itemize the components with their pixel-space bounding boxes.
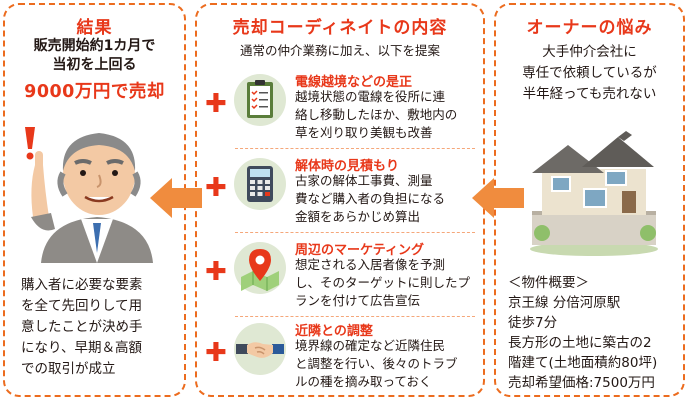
coordination-item-desc-line: 絡し移動したほか、敷地内の bbox=[295, 107, 458, 122]
coordination-item-desc-line: ランを付けて広告宣伝 bbox=[295, 293, 421, 308]
coordination-item-desc-line: ルの種を摘み取っておく bbox=[295, 374, 432, 389]
coordination-item-desc-line: 境界線の確定など近隣住民 bbox=[295, 338, 446, 353]
result-description: 購入者に必要な要素 を全て先回りして用 意したことが決め手 になり、早期＆高額 … bbox=[21, 275, 179, 380]
arrow-left-icon bbox=[472, 178, 524, 218]
coordination-item-desc: 越境状態の電線を役所に連 絡し移動したほか、敷地内の 草を刈り取り美観も改善 bbox=[295, 88, 457, 142]
coordination-item-desc-line: と調整を行い、後々のトラブ bbox=[295, 356, 458, 371]
plus-icon: ✚ bbox=[205, 257, 227, 287]
property-overview-line: 京王線 分倍河原駅 bbox=[508, 295, 621, 311]
owner-concern-title: オーナーの悩み bbox=[526, 18, 653, 38]
arrow-left-icon bbox=[150, 178, 202, 218]
plus-icon: ✚ bbox=[205, 338, 227, 368]
coordination-item-title: 周辺のマーケティング bbox=[295, 243, 424, 258]
result-title: 結果 bbox=[76, 18, 113, 38]
owner-concern-line: 大手仲介会社に bbox=[542, 44, 637, 60]
result-headline: 販売開始約1カ月で 当初を上回る bbox=[5, 37, 184, 75]
elderly-man-illustration bbox=[25, 127, 153, 263]
divider bbox=[235, 316, 475, 317]
coordination-item-desc: 古家の解体工事費、測量 費など購入者の負担になる 金額をあらかじめ算出 bbox=[295, 172, 445, 226]
coordination-item-estimate: ✚ 解体時の見積もり 古家の解体工事費、測量 費など購入者の負担になる 金額をあ… bbox=[205, 155, 481, 233]
result-description-line: での取引が成立 bbox=[21, 361, 116, 377]
map-pin-icon bbox=[234, 242, 286, 294]
owner-concern-line: 半年経っても売れない bbox=[522, 86, 657, 102]
coordination-item-marketing: ✚ 周辺のマーケティング 想定される入居者像を予測 し、そのターゲットに則したプ… bbox=[205, 239, 481, 317]
coordination-item-desc-line: 古家の解体工事費、測量 bbox=[295, 173, 433, 188]
coordination-item-title: 電線越境などの是正 bbox=[295, 75, 413, 90]
calculator-icon bbox=[234, 158, 286, 210]
coordination-item-desc-line: 越境状態の電線を役所に連 bbox=[295, 89, 446, 104]
coordination-item-desc-line: 費など購入者の負担になる bbox=[295, 191, 446, 206]
coordination-subtitle: 通常の仲介業務に加え、以下を提案 bbox=[239, 43, 440, 58]
clipboard-checklist-icon bbox=[234, 74, 286, 126]
house-illustration bbox=[530, 131, 658, 256]
coordination-title: 売却コーディネイトの内容 bbox=[232, 18, 448, 38]
result-description-line: を全て先回りして用 bbox=[21, 298, 143, 314]
coordination-item-wire: ✚ 電線越境などの是正 越境状態の電線を役所に連 絡し移動したほか、敷地内の 草… bbox=[205, 71, 481, 149]
owner-concern-line: 専任で依頼しているが bbox=[522, 65, 657, 81]
divider bbox=[235, 148, 475, 149]
coordination-item-desc-line: 草を刈り取り美観も改善 bbox=[295, 125, 433, 140]
coordination-item-desc: 想定される入居者像を予測 し、そのターゲットに則したプ ランを付けて広告宣伝 bbox=[295, 256, 470, 310]
result-description-line: 購入者に必要な要素 bbox=[21, 277, 143, 293]
coordination-panel: 売却コーディネイトの内容 通常の仲介業務に加え、以下を提案 ✚ 電線越境などの是… bbox=[195, 3, 485, 397]
coordination-item-title: 解体時の見積もり bbox=[295, 159, 400, 174]
coordination-item-desc-line: 想定される入居者像を予測 bbox=[295, 257, 446, 272]
coordination-item-desc-line: し、そのターゲットに則したプ bbox=[295, 275, 471, 290]
result-description-line: 意したことが決め手 bbox=[21, 319, 143, 335]
coordination-item-title: 近隣との調整 bbox=[295, 324, 373, 339]
property-overview: ＜物件概要＞ 京王線 分倍河原駅 徒歩7分 長方形の土地に築古の2 階建て(土地… bbox=[508, 273, 657, 393]
result-highlight: 9000万円で売却 bbox=[24, 82, 165, 102]
plus-icon: ✚ bbox=[205, 89, 227, 119]
result-headline-line: 販売開始約1カ月で bbox=[33, 38, 156, 54]
property-overview-line: 階建て(土地面積約80坪) bbox=[508, 355, 658, 371]
property-overview-line: 徒歩7分 bbox=[508, 315, 558, 331]
result-description-line: になり、早期＆高額 bbox=[21, 340, 142, 356]
coordination-item-desc-line: 金額をあらかじめ算出 bbox=[295, 209, 421, 224]
divider bbox=[235, 232, 475, 233]
result-headline-line: 当初を上回る bbox=[52, 57, 137, 73]
handshake-icon bbox=[234, 323, 286, 375]
property-overview-line: 売却希望価格:7500万円 bbox=[508, 375, 655, 391]
owner-concern-panel: オーナーの悩み 大手仲介会社に 専任で依頼しているが 半年経っても売れない ＜物… bbox=[494, 3, 685, 397]
owner-concern-text: 大手仲介会社に 専任で依頼しているが 半年経っても売れない bbox=[496, 42, 683, 105]
coordination-item-neighbors: ✚ 近隣との調整 境界線の確定など近隣住民 と調整を行い、後々のトラブ ルの種を… bbox=[205, 320, 481, 390]
property-overview-line: 長方形の土地に築古の2 bbox=[508, 335, 652, 351]
coordination-item-desc: 境界線の確定など近隣住民 と調整を行い、後々のトラブ ルの種を摘み取っておく bbox=[295, 337, 458, 391]
property-overview-line: ＜物件概要＞ bbox=[508, 275, 589, 291]
plus-icon: ✚ bbox=[205, 173, 227, 203]
